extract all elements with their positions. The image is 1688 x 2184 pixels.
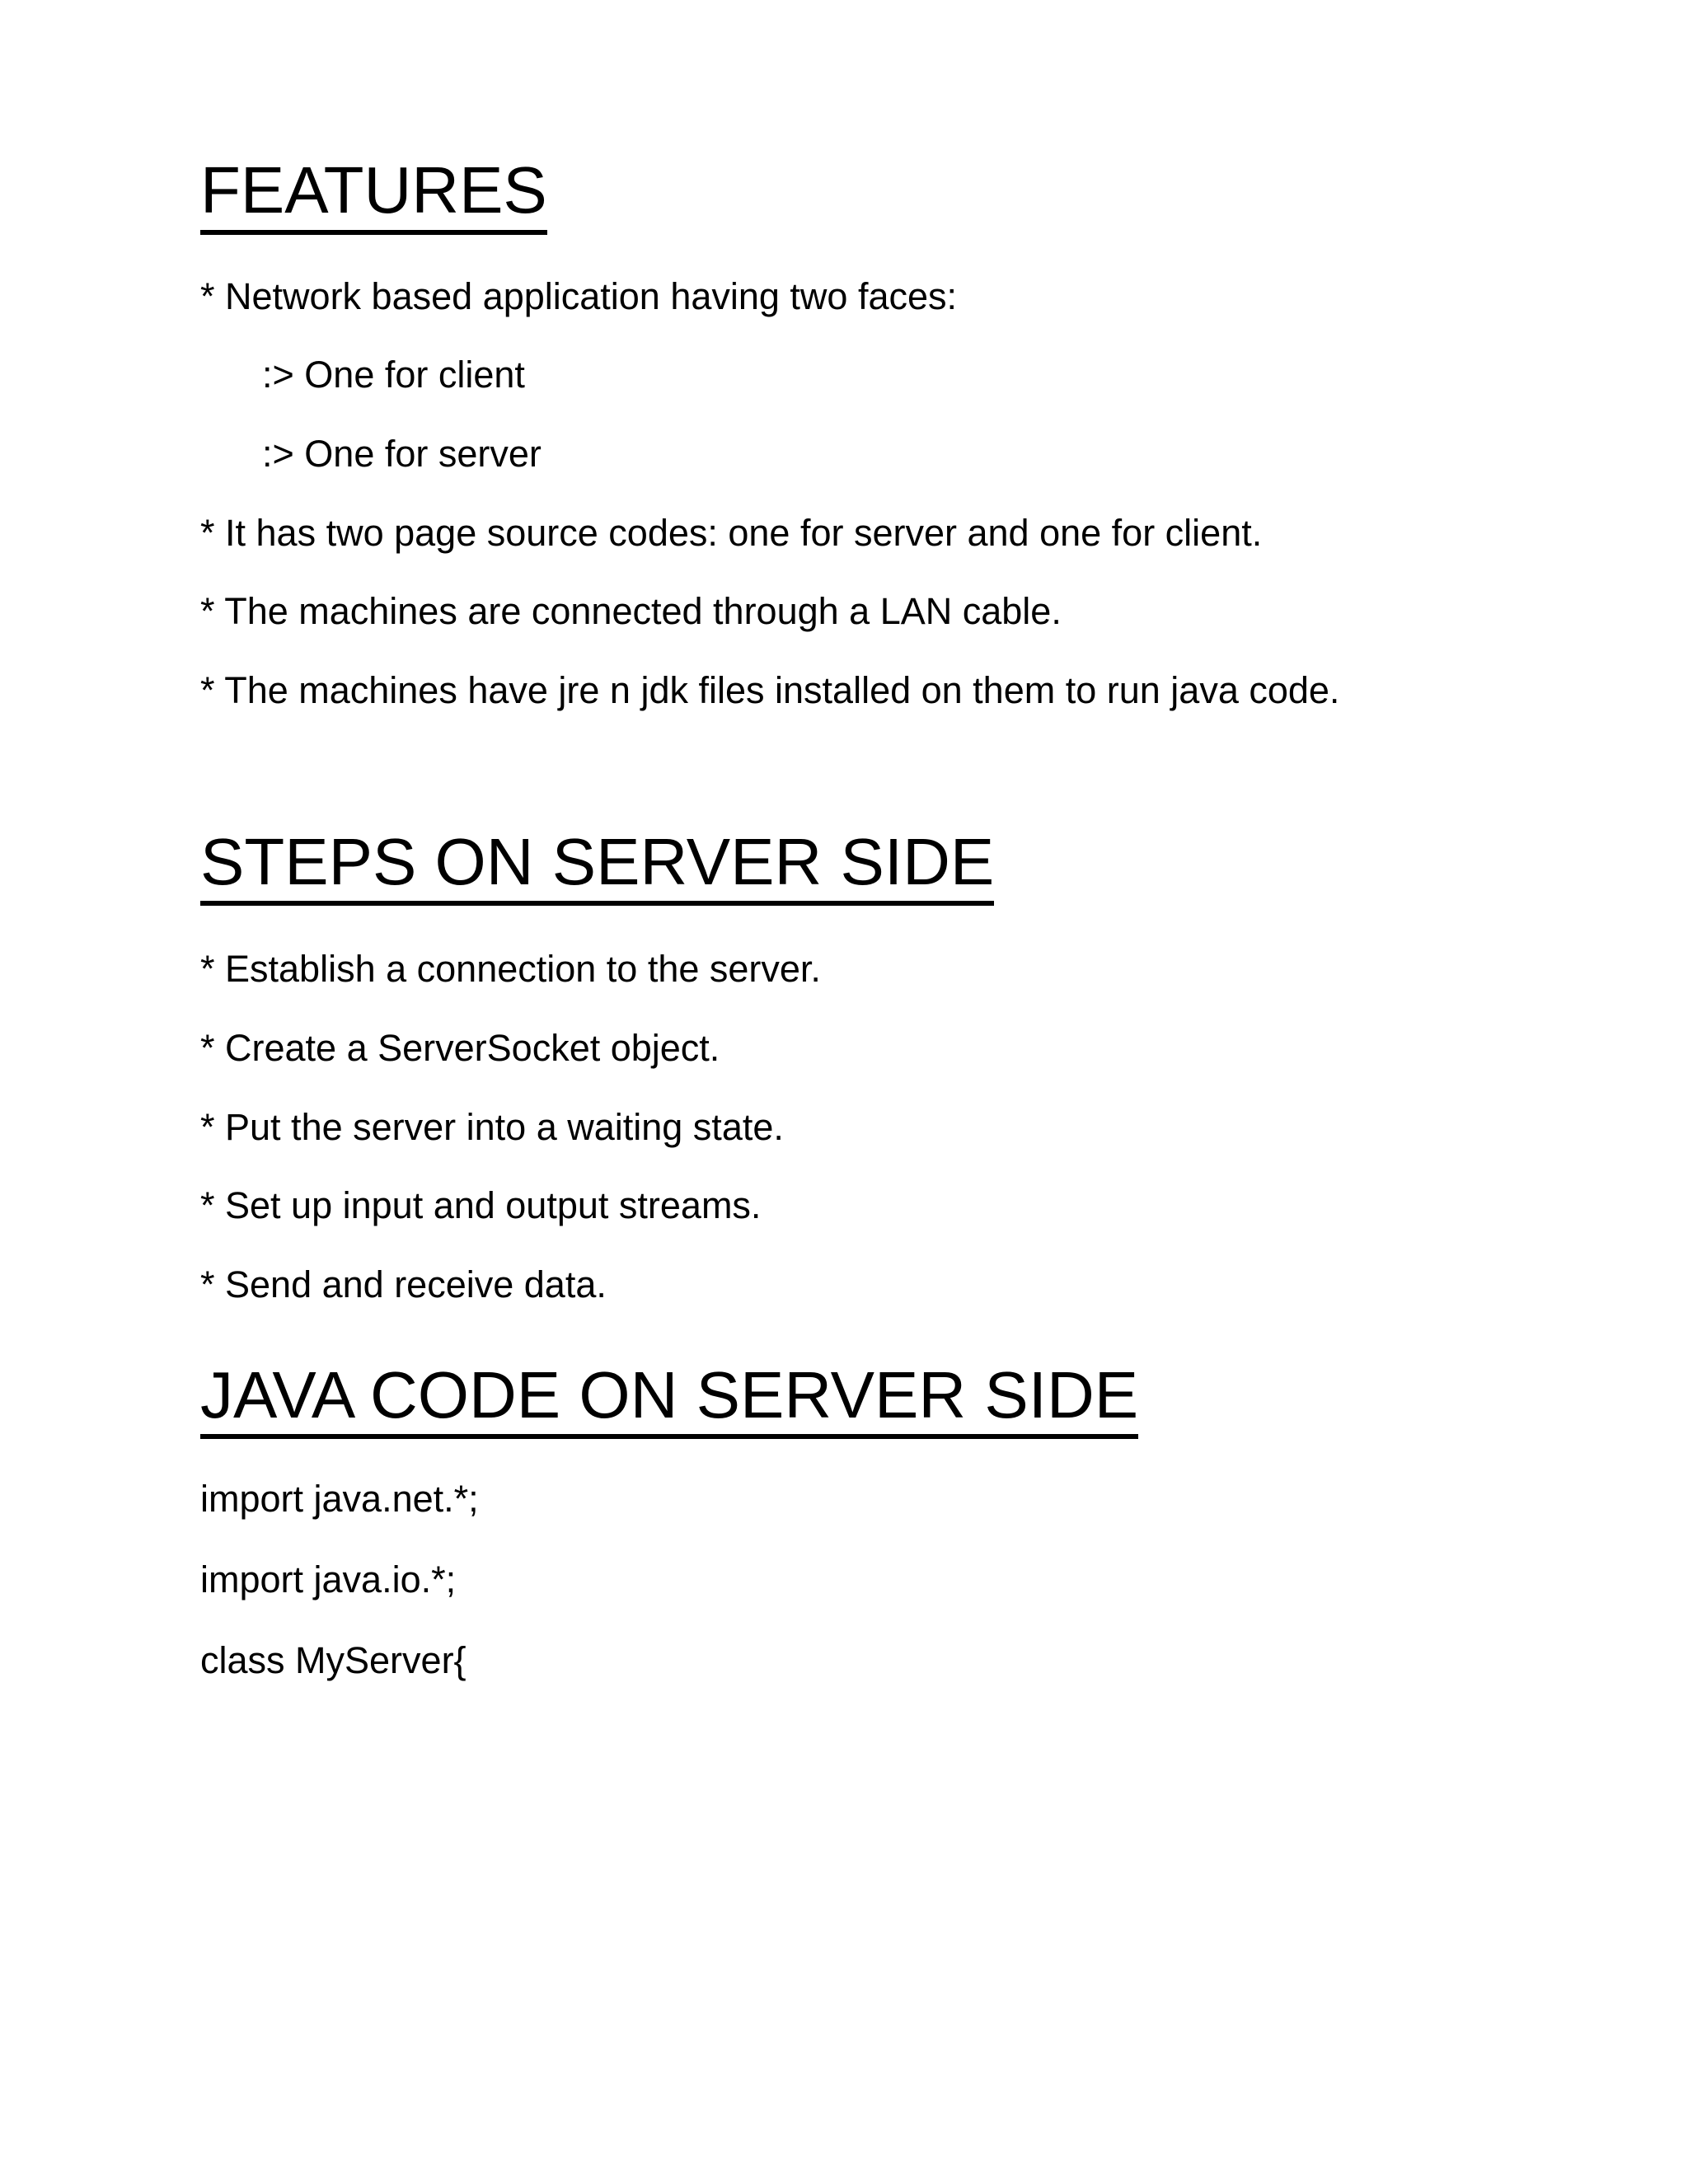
paragraph: * The machines have jre n jdk files inst… <box>200 669 1340 712</box>
section-heading-steps-on-server-side-text: STEPS ON SERVER SIDE <box>200 825 995 907</box>
section-heading-java-code-on-server-side: JAVA CODE ON SERVER SIDE <box>200 1358 1437 1440</box>
paragraph: * Send and receive data. <box>200 1263 607 1306</box>
paragraph: * It has two page source codes: one for … <box>200 511 1263 554</box>
paragraph: * Create a ServerSocket object. <box>200 1027 720 1069</box>
section-heading-steps-on-server-side: STEPS ON SERVER SIDE <box>200 825 1437 907</box>
code-line: import java.net.*; <box>200 1478 479 1521</box>
document-body: FEATURES * Network based application hav… <box>200 153 1437 1713</box>
paragraph: * Network based application having two f… <box>200 274 958 317</box>
paragraph: * Put the server into a waiting state. <box>200 1105 784 1148</box>
paragraph: * The machines are connected through a L… <box>200 590 1062 633</box>
paragraph: * Establish a connection to the server. <box>200 948 821 991</box>
paragraph-indented: :> One for client <box>262 354 525 396</box>
section-heading-java-code-on-server-side-text: JAVA CODE ON SERVER SIDE <box>200 1358 1139 1440</box>
paragraph: * Set up input and output streams. <box>200 1184 762 1227</box>
section-heading-features-text: FEATURES <box>200 153 547 235</box>
code-line: import java.io.*; <box>200 1558 457 1601</box>
code-line: class MyServer{ <box>200 1638 467 1681</box>
section-heading-features: FEATURES <box>200 153 1437 235</box>
paragraph-indented: :> One for server <box>262 432 542 475</box>
